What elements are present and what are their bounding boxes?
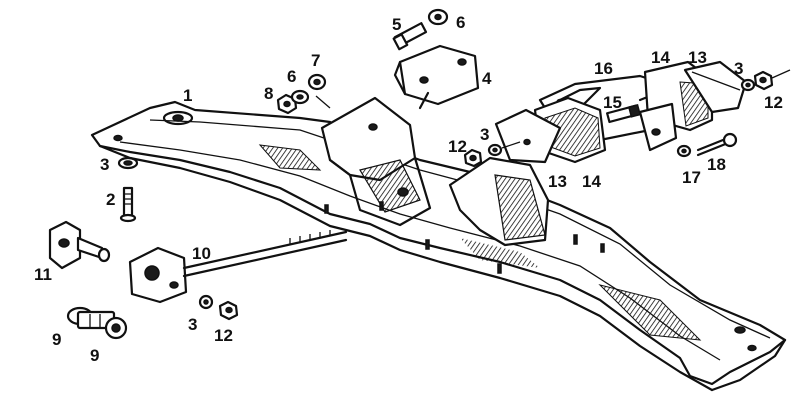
spacer-16-bracket xyxy=(638,102,678,152)
washer-6-top xyxy=(427,8,449,26)
callout-13-right: 13 xyxy=(688,48,707,67)
washer-3-lower xyxy=(198,294,214,310)
callout-17: 17 xyxy=(682,168,701,187)
callout-13-left: 13 xyxy=(548,172,567,191)
callout-3-right: 3 xyxy=(734,59,743,78)
crossmember-frame xyxy=(90,100,787,392)
callout-18: 18 xyxy=(707,155,726,174)
callout-3-lower: 3 xyxy=(188,315,197,334)
callout-1: 1 xyxy=(183,86,192,105)
callout-3-left: 3 xyxy=(100,155,109,174)
callout-14-left: 14 xyxy=(582,172,601,191)
callout-labels: 1 2 3 3 3 3 4 5 6 6 7 8 9 9 10 11 12 12 … xyxy=(34,13,783,365)
bolt-2 xyxy=(119,186,137,223)
callout-15: 15 xyxy=(603,93,622,112)
washer-3-center xyxy=(487,141,521,157)
callout-5: 5 xyxy=(392,15,401,34)
callout-14-right: 14 xyxy=(651,48,670,67)
callout-3-center: 3 xyxy=(480,125,489,144)
callout-12-right: 12 xyxy=(764,93,783,112)
left-mount-bracket xyxy=(320,96,432,227)
bolt-5 xyxy=(392,22,428,51)
stud-11 xyxy=(48,220,111,270)
nut-12-right xyxy=(753,69,791,91)
bolt-18 xyxy=(696,132,738,157)
callout-7: 7 xyxy=(311,51,320,70)
bracket-rod-10 xyxy=(128,230,348,304)
callout-9-a: 9 xyxy=(52,330,61,349)
callout-6-left: 6 xyxy=(287,67,296,86)
washer-17 xyxy=(676,144,692,158)
washer-3-right xyxy=(740,78,756,92)
right-mount-bracket xyxy=(448,138,550,247)
callout-10: 10 xyxy=(192,244,211,263)
callout-8: 8 xyxy=(264,84,273,103)
plate-13-right xyxy=(683,60,748,114)
washer-7 xyxy=(307,73,331,109)
callout-2: 2 xyxy=(106,190,115,209)
washer-3-left xyxy=(117,156,139,170)
callout-12-lower: 12 xyxy=(214,326,233,345)
callout-11: 11 xyxy=(34,265,52,284)
mount-plate-4 xyxy=(393,44,480,110)
bushing-9 xyxy=(66,306,128,340)
callout-9-b: 9 xyxy=(90,346,99,365)
washer-6-left xyxy=(290,89,310,105)
callout-6-top: 6 xyxy=(456,13,465,32)
callout-12-center: 12 xyxy=(448,137,467,156)
plate-13-left xyxy=(494,108,562,164)
nut-12-lower xyxy=(218,300,239,321)
callout-4: 4 xyxy=(482,69,492,88)
callout-16: 16 xyxy=(594,59,613,78)
nut-12-center xyxy=(463,148,483,168)
bolt-15 xyxy=(606,103,642,124)
